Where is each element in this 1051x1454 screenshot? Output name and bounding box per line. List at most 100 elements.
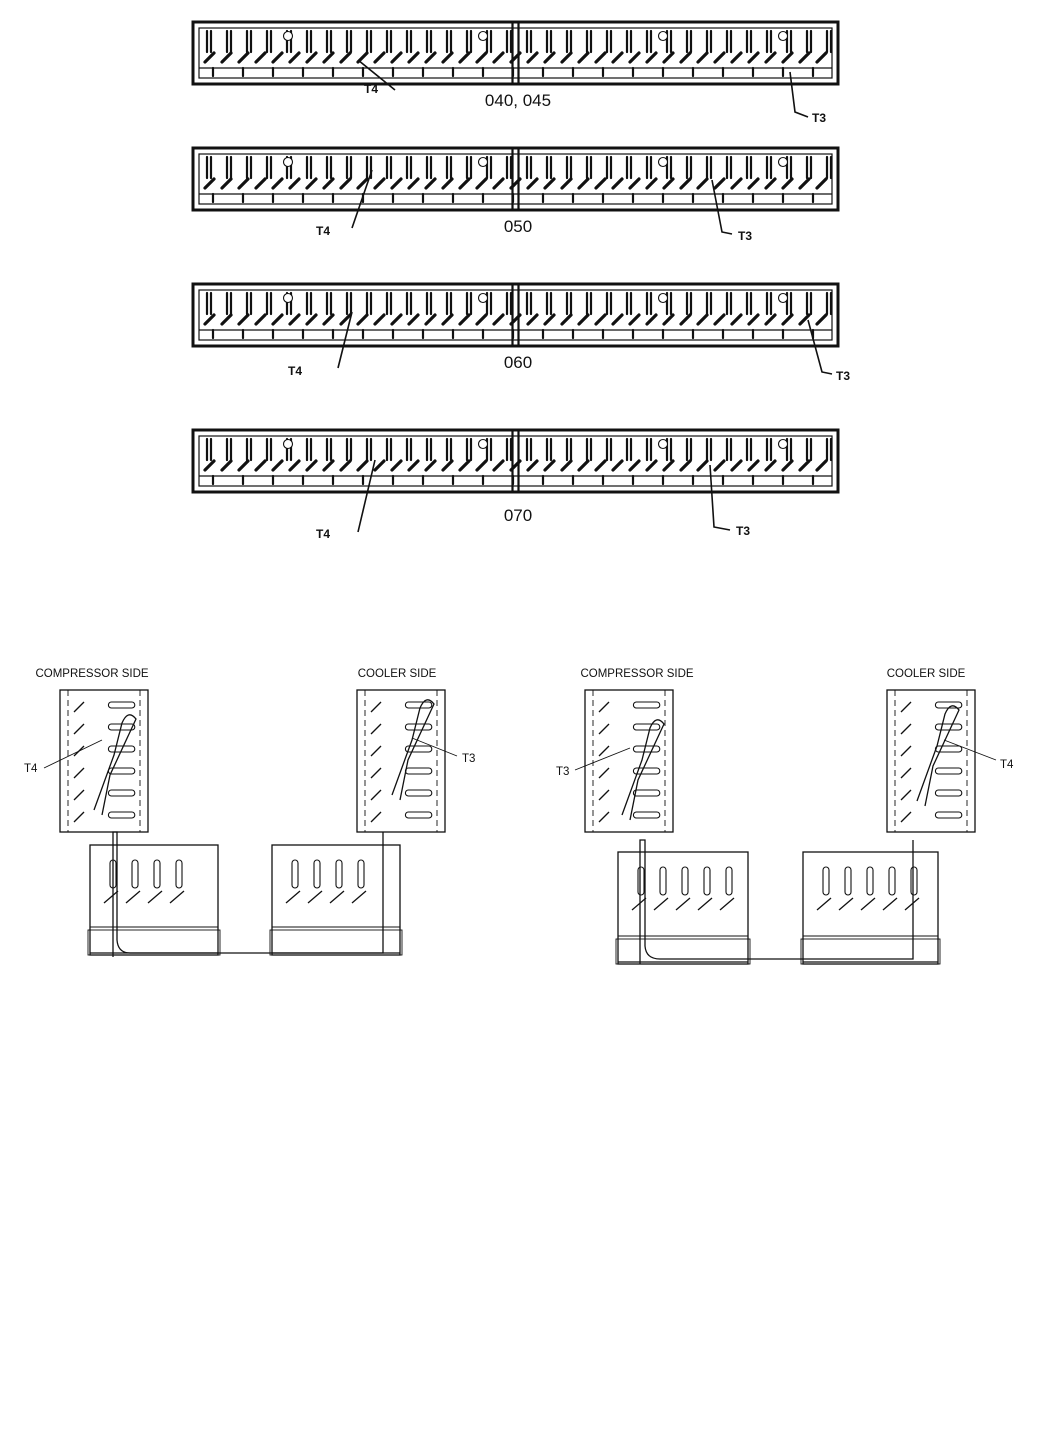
fin-slot xyxy=(633,812,659,818)
base-fin-diagonal xyxy=(883,898,897,910)
coil-port xyxy=(284,32,293,41)
coil-port xyxy=(659,32,668,41)
fin-slot xyxy=(935,790,961,796)
coil-port xyxy=(779,440,788,449)
fin-diagonal xyxy=(599,746,609,756)
left-sensor-leader xyxy=(575,748,630,770)
fin-slot xyxy=(108,812,134,818)
fin-diagonal xyxy=(371,812,381,822)
fin-diagonal xyxy=(371,724,381,734)
base-fin-diagonal xyxy=(286,891,300,903)
base-fin-slot xyxy=(176,860,182,888)
base-fin-diagonal xyxy=(861,898,875,910)
fin-diagonal xyxy=(599,812,609,822)
fin-diagonal xyxy=(901,768,911,778)
fin-slot xyxy=(108,702,134,708)
floor-rail xyxy=(270,930,402,955)
coil-section-view-1: COMPRESSOR SIDECOOLER SIDET4T3 xyxy=(24,668,475,957)
floor-rail xyxy=(616,939,750,964)
floor-rail xyxy=(88,930,220,955)
t3-sensor-label: T3 xyxy=(736,524,750,538)
base-fin-diagonal xyxy=(817,898,831,910)
base-fin-diagonal xyxy=(720,898,734,910)
fin-diagonal xyxy=(599,768,609,778)
base-fin-slot xyxy=(867,867,873,895)
coil-port xyxy=(659,158,668,167)
t4-sensor-label: T4 xyxy=(288,364,302,378)
fin-diagonal xyxy=(74,702,84,712)
base-fin-diagonal xyxy=(352,891,366,903)
fin-diagonal xyxy=(901,746,911,756)
base-fin-slot xyxy=(358,860,364,888)
right-sensor-label: T4 xyxy=(1000,759,1014,771)
fin-diagonal xyxy=(901,790,911,800)
base-fin-diagonal xyxy=(676,898,690,910)
t4-sensor-label: T4 xyxy=(316,527,330,541)
fin-slot xyxy=(405,702,431,708)
base-fin-diagonal xyxy=(170,891,184,903)
coil-port xyxy=(779,294,788,303)
coil-port xyxy=(284,440,293,449)
model-label: 060 xyxy=(504,353,532,372)
fin-diagonal xyxy=(599,724,609,734)
coil-section-views: COMPRESSOR SIDE COOLER SIDE T4 T3 COMPRESSOR… xyxy=(24,668,1014,964)
compressor-side-header: COMPRESSOR SIDE xyxy=(35,668,148,680)
base-fin-diagonal xyxy=(126,891,140,903)
fin-diagonal xyxy=(371,746,381,756)
base-fin-slot xyxy=(292,860,298,888)
base-fin-slot xyxy=(823,867,829,895)
base-fin-diagonal xyxy=(308,891,322,903)
coil-section-panel xyxy=(357,690,445,832)
fin-diagonal xyxy=(74,812,84,822)
base-fin-slot xyxy=(726,867,732,895)
base-fin-diagonal xyxy=(905,898,919,910)
coil-port xyxy=(479,158,488,167)
coil-port xyxy=(779,158,788,167)
floor-rail xyxy=(801,939,940,964)
cooler-side-header: COOLER SIDE xyxy=(358,668,437,680)
coil-section-view-2: COMPRESSOR SIDECOOLER SIDET3T4 xyxy=(556,668,1014,964)
base-fin-diagonal xyxy=(330,891,344,903)
fin-slot xyxy=(633,790,659,796)
fin-slot xyxy=(935,724,961,730)
base-fin-diagonal xyxy=(654,898,668,910)
fin-diagonal xyxy=(371,702,381,712)
coil-port xyxy=(479,294,488,303)
base-fin-diagonal xyxy=(698,898,712,910)
fin-diagonal xyxy=(371,768,381,778)
coil-port xyxy=(284,294,293,303)
t3-sensor-label: T3 xyxy=(738,229,752,243)
fin-slot xyxy=(405,768,431,774)
base-fin-slot xyxy=(845,867,851,895)
base-fin-slot xyxy=(132,860,138,888)
base-fin-slot xyxy=(682,867,688,895)
refrigerant-pipe xyxy=(640,840,913,964)
coil-section-panel xyxy=(60,690,148,832)
coil-port xyxy=(659,440,668,449)
right-sensor-label: T3 xyxy=(462,753,475,765)
base-fin-slot xyxy=(638,867,644,895)
fin-slot xyxy=(633,746,659,752)
t4-sensor-label: T4 xyxy=(364,82,378,96)
cooler-side-header: COOLER SIDE xyxy=(887,668,966,680)
fin-diagonal xyxy=(901,812,911,822)
left-sensor-leader xyxy=(44,740,102,768)
base-fin-diagonal xyxy=(632,898,646,910)
base-fin-slot xyxy=(154,860,160,888)
fin-diagonal xyxy=(74,724,84,734)
t4-sensor-label: T4 xyxy=(316,224,330,238)
fin-slot xyxy=(633,724,659,730)
base-fin-slot xyxy=(336,860,342,888)
fin-diagonal xyxy=(74,768,84,778)
model-label: 070 xyxy=(504,506,532,525)
t3-sensor-label: T3 xyxy=(836,369,850,383)
base-fin-slot xyxy=(704,867,710,895)
fin-diagonal xyxy=(74,790,84,800)
fin-slot xyxy=(633,702,659,708)
